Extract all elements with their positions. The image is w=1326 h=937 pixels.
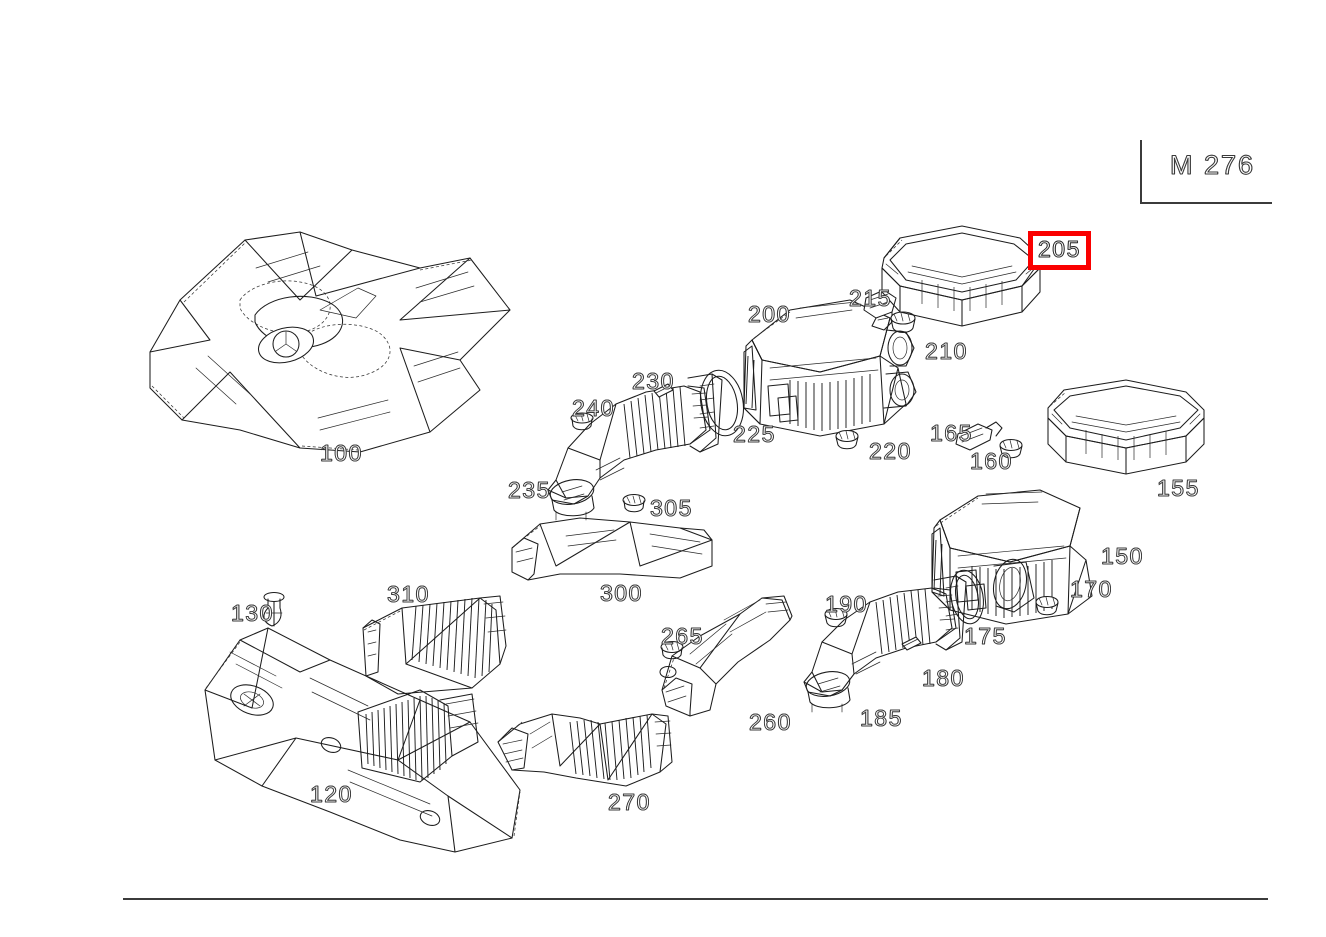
part-drawing-170-rubber-grommet bbox=[1035, 595, 1059, 616]
part-drawing-240-rubber-grommet bbox=[570, 412, 594, 431]
part-drawing-220-rubber-grommet bbox=[835, 429, 859, 450]
callout-235[interactable]: 235 bbox=[508, 477, 551, 503]
engine-code-bracket: M 276 bbox=[1140, 140, 1272, 204]
part-drawing-205-air-filter-element-left bbox=[881, 225, 1043, 327]
callout-190[interactable]: 190 bbox=[825, 591, 868, 617]
callout-300[interactable]: 300 bbox=[600, 580, 643, 606]
part-drawing-310-air-intake-duct-ribbed-upper bbox=[362, 595, 507, 695]
part-drawing-300-air-intake-duct-flat bbox=[511, 517, 713, 581]
part-drawing-160-rubber-grommet bbox=[999, 438, 1023, 459]
callout-225[interactable]: 225 bbox=[733, 421, 776, 447]
part-drawing-210-rubber-grommet bbox=[890, 311, 916, 334]
part-drawing-130-expanding-rivet-clip bbox=[263, 591, 285, 627]
callout-130[interactable]: 130 bbox=[231, 600, 274, 626]
callout-220[interactable]: 220 bbox=[869, 438, 912, 464]
part-drawing-305-rubber-grommet bbox=[622, 493, 646, 513]
callout-270[interactable]: 270 bbox=[608, 789, 651, 815]
callout-210[interactable]: 210 bbox=[925, 338, 968, 364]
footer-divider bbox=[123, 898, 1268, 900]
callout-240[interactable]: 240 bbox=[572, 395, 615, 421]
part-drawing-165-retaining-clip bbox=[955, 421, 1003, 451]
part-drawing-225-o-ring-seal bbox=[700, 369, 744, 437]
part-drawing-270-air-intake-duct-ribbed-lower bbox=[497, 713, 673, 787]
callout-150[interactable]: 150 bbox=[1101, 543, 1144, 569]
callout-180[interactable]: 180 bbox=[922, 665, 965, 691]
part-drawing-190-rubber-grommet bbox=[824, 607, 848, 628]
part-drawing-180-hose-clamp-screw bbox=[901, 636, 922, 651]
callout-260[interactable]: 260 bbox=[749, 709, 792, 735]
callout-200[interactable]: 200 bbox=[748, 301, 791, 327]
part-drawing-100-engine-cover bbox=[149, 231, 511, 453]
callout-230[interactable]: 230 bbox=[632, 368, 675, 394]
callout-185[interactable]: 185 bbox=[860, 705, 903, 731]
callout-215[interactable]: 215 bbox=[849, 285, 892, 311]
part-drawing-120-air-duct-housing-left bbox=[204, 627, 521, 853]
callout-265[interactable]: 265 bbox=[661, 623, 704, 649]
callout-100[interactable]: 100 bbox=[320, 440, 363, 466]
callout-165[interactable]: 165 bbox=[930, 420, 973, 446]
part-drawing-200-air-filter-housing-left bbox=[743, 299, 917, 437]
part-drawing-185-intake-hose-right bbox=[803, 575, 967, 713]
callout-175[interactable]: 175 bbox=[964, 623, 1007, 649]
part-drawing-260-air-intake-duct-curved bbox=[659, 595, 793, 717]
callout-170[interactable]: 170 bbox=[1070, 576, 1113, 602]
part-drawing-230-hose-clamp-screw bbox=[653, 383, 674, 398]
part-drawing-265-rubber-grommet bbox=[660, 640, 684, 660]
callout-205-highlighted[interactable]: 205 bbox=[1028, 231, 1091, 270]
callout-155[interactable]: 155 bbox=[1157, 475, 1200, 501]
engine-code-label: M 276 bbox=[1169, 150, 1256, 181]
callout-305[interactable]: 305 bbox=[650, 495, 693, 521]
part-drawing-150-air-filter-housing-right bbox=[931, 489, 1093, 625]
part-drawing-155-air-filter-element-right bbox=[1047, 379, 1205, 475]
callout-160[interactable]: 160 bbox=[970, 448, 1013, 474]
callout-310[interactable]: 310 bbox=[387, 581, 430, 607]
callout-120[interactable]: 120 bbox=[310, 781, 353, 807]
